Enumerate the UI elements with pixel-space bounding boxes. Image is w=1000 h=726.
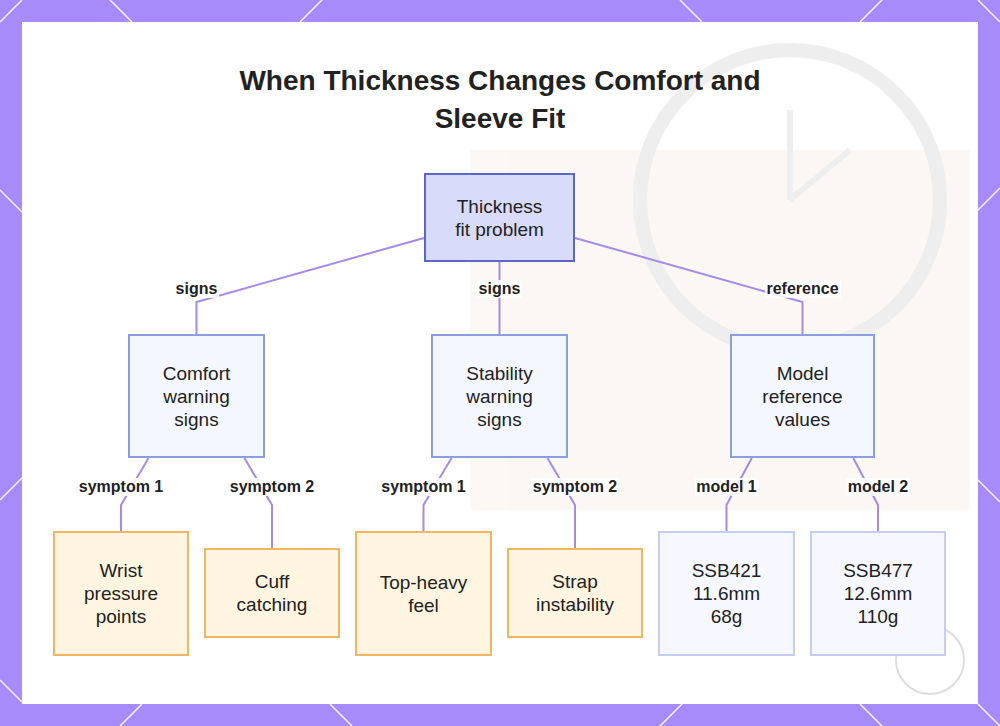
edge-label: model 1: [694, 478, 758, 496]
symptom-box: Top-heavy feel: [355, 531, 492, 656]
diagram-title: When Thickness Changes Comfort and Sleev…: [200, 62, 800, 138]
edge-label: signs: [477, 280, 523, 298]
connector: [499, 262, 501, 334]
edge-label: model 2: [846, 478, 910, 496]
node-text: Model reference values: [748, 362, 858, 431]
connector: [547, 458, 575, 548]
panel: [22, 22, 978, 704]
model-box: SSB421 11.6mm 68g: [658, 531, 795, 656]
node-text: Top-heavy feel: [379, 571, 469, 617]
node-text: Thickness fit problem: [450, 195, 550, 241]
node-text: Comfort warning signs: [142, 362, 252, 431]
edge-label: signs: [174, 280, 220, 298]
category-box: Model reference values: [730, 334, 875, 458]
model-box: SSB477 12.6mm 110g: [810, 531, 946, 656]
category-box: Comfort warning signs: [128, 334, 265, 458]
symptom-box: Wrist pressure points: [53, 531, 189, 656]
symptom-box: Strap instability: [507, 548, 643, 638]
node-text: SSB421 11.6mm 68g: [682, 559, 772, 628]
edge-label: symptom 2: [531, 478, 619, 496]
node-text: Stability warning signs: [445, 362, 555, 431]
node-text: SSB477 12.6mm 110g: [833, 559, 923, 628]
category-box: Stability warning signs: [431, 334, 568, 458]
root-box: Thickness fit problem: [424, 173, 575, 262]
edge-label: symptom 2: [228, 478, 316, 496]
node-text: Wrist pressure points: [69, 559, 174, 628]
node-text: Strap instability: [523, 570, 628, 616]
edge-label: reference: [764, 280, 840, 298]
symptom-box: Cuff catching: [204, 548, 340, 638]
connector: [244, 458, 272, 548]
node-text: Cuff catching: [220, 570, 325, 616]
edge-label: symptom 1: [379, 478, 467, 496]
edge-label: symptom 1: [77, 478, 165, 496]
connector: [197, 238, 425, 334]
